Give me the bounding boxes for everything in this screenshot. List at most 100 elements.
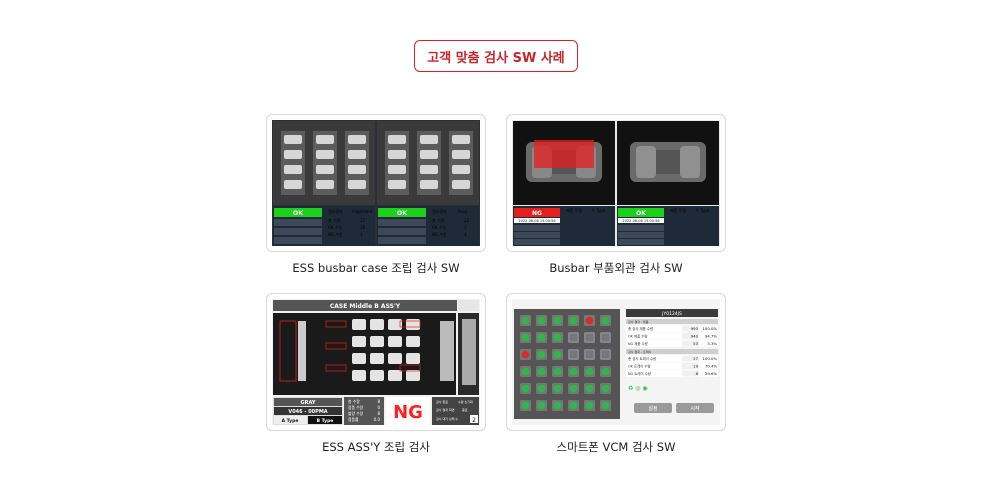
stat-label-3: 정품률 (348, 417, 359, 422)
tray-cell-status (537, 316, 546, 325)
tray-grid (520, 315, 611, 411)
assy-header: CASE Middle B ASS'Y (330, 303, 401, 310)
tray-cell-empty (600, 332, 611, 343)
row-value-1a: 17 (360, 218, 366, 223)
stat-row (626, 325, 718, 332)
stat-row-pct: 29.6% (705, 371, 717, 376)
stat-row (626, 340, 718, 347)
side-btn-3: 종료 (462, 408, 468, 412)
assy-part (388, 336, 402, 347)
stat-row-label: OK 트레이 수량 (628, 364, 651, 369)
col-value-2: Assy (458, 209, 468, 214)
tray-cell-empty (600, 349, 611, 360)
tray-cell-status (569, 316, 578, 325)
row-value-1b: 16 (360, 225, 366, 230)
status-text-1: OK (293, 209, 305, 217)
busbar-cell (452, 135, 470, 144)
tray-cell-status (537, 401, 546, 410)
row-label-2b: OK 수량 (432, 224, 447, 230)
tray-cell-status (601, 367, 610, 376)
busbar-cell (348, 150, 366, 159)
assy-part (370, 353, 384, 364)
setting-button: 설정 (648, 405, 657, 412)
card-ess-busbar-case[interactable]: OK OK 검사결과 Alignment 총 수량 17 OK 수량 16 NG… (266, 114, 486, 252)
stat-label-2: 불량 수량 (348, 411, 364, 416)
section2-title: 검사 결과 - 트레이 (628, 349, 652, 354)
row-label-2a: 총 수량 (432, 217, 445, 223)
caption-smartphone-vcm: 스마트폰 VCM 검사 SW (556, 440, 676, 454)
tray-cell-status (553, 384, 562, 393)
caption-ess-busbar-case: ESS busbar case 조립 검사 SW (292, 261, 460, 275)
model-name: V046 - 00PMA (288, 409, 327, 415)
col-a-2: 제품 모델 (670, 207, 686, 213)
side-btn-1: 수량 초기화 (458, 399, 473, 404)
page-title: 고객 맞춤 검사 SW 사례 (414, 40, 578, 72)
col-label-2: 검사결과 (432, 208, 447, 214)
busbar-cell (388, 180, 406, 189)
stat-row-count: 19 (693, 364, 698, 369)
busbar-cell (316, 135, 334, 144)
side-btn-4: 검사 대기 상태 수 (436, 416, 458, 421)
tray-cell (600, 349, 611, 360)
card-busbar-appearance[interactable]: NG OK 2022-08-08 15:00:56 2022-08-08 15:… (506, 114, 726, 252)
stat-row-count: 940 (691, 334, 699, 339)
row-label-2c: NG 수량 (432, 231, 447, 237)
tray-cell-status (569, 384, 578, 393)
busbar-cell (420, 150, 438, 159)
tray-cell-empty (568, 349, 579, 360)
assy-part (406, 319, 420, 330)
type-b-label: B Type (317, 418, 334, 424)
assy-part (388, 353, 402, 364)
screenshot-ess-assy: CASE Middle B ASS'Y GRAY V046 - 00PMA A … (272, 299, 480, 425)
card-ess-assy[interactable]: CASE Middle B ASS'Y GRAY V046 - 00PMA A … (266, 293, 486, 431)
tray-cell-status (521, 316, 530, 325)
side-btn-2: 검사 결과 화면 (436, 407, 455, 412)
status-text-2: OK (397, 209, 409, 217)
stat-label-1: 정품 수량 (348, 405, 364, 410)
status-icons: ♻ ◎ ◉ (628, 385, 648, 392)
tray-cell-status (521, 367, 530, 376)
tray-cell-status (553, 401, 562, 410)
stat-row-pct: 100.0% (703, 326, 718, 331)
col-label-1: 검사결과 (328, 208, 343, 214)
tray-cell-status (569, 367, 578, 376)
tray-cell-status (601, 401, 610, 410)
tray-cell-empty (584, 349, 595, 360)
busbar-cell (388, 135, 406, 144)
caption-busbar-appearance: Busbar 부품외관 검사 SW (549, 261, 683, 275)
tray-cell-status (537, 333, 546, 342)
defect-highlight (534, 140, 594, 168)
tray-cell (600, 332, 611, 343)
assy-result: NG (393, 402, 423, 423)
busbar-cell (348, 165, 366, 174)
busbar-cell (388, 165, 406, 174)
stat-row-label: OK 제품 수량 (628, 334, 648, 339)
tray-cell-status (521, 401, 530, 410)
tray-cell-empty (584, 332, 595, 343)
assy-part (388, 370, 402, 381)
color-name: GRAY (301, 400, 316, 406)
stat-row (626, 355, 718, 362)
tray-cell-status (537, 367, 546, 376)
tray-cell-status (537, 384, 546, 393)
status-ok-1 (274, 208, 322, 217)
stat-value-1: 0 (377, 405, 380, 410)
col-a-1: 제품 모델 (566, 207, 582, 213)
section1-title: 검사 결과 - 제품 (628, 319, 649, 324)
type-a-label: A Type (282, 418, 299, 424)
row-label-1a: 총 수량 (328, 217, 341, 223)
stat-row-pct: 5.3% (707, 341, 717, 346)
tray-cell-status (521, 333, 530, 342)
stat-value-0: 8 (377, 399, 380, 404)
stat-row-label: 총 검사 트레이 수량 (628, 356, 656, 361)
stat-value-2: 8 (377, 411, 380, 416)
busbar-cell (388, 150, 406, 159)
status-ok-2 (378, 208, 426, 217)
busbar-cell (348, 180, 366, 189)
tray-cell (584, 349, 595, 360)
busbar-cell (420, 165, 438, 174)
tray-cell-status (585, 316, 594, 325)
tray-cell-status (585, 367, 594, 376)
